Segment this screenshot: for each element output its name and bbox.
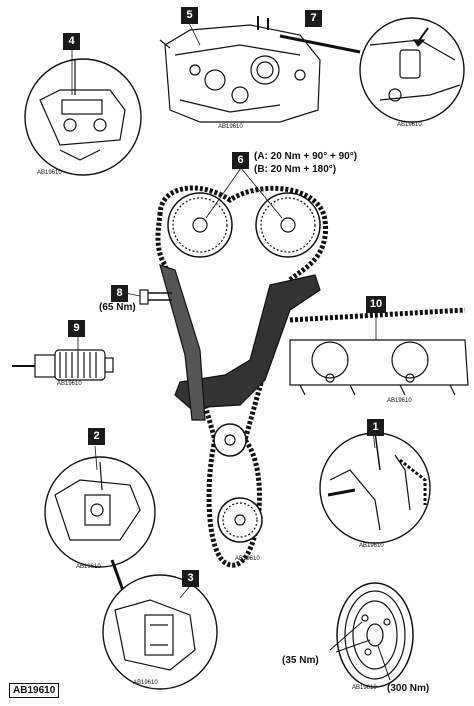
torque-tensioner: (65 Nm): [99, 302, 136, 313]
crank-pulley: [329, 582, 414, 688]
ref-pulley: AB19610: [352, 685, 377, 691]
ref-inset-10: AB19610: [387, 398, 412, 404]
camshaft-lock-inset-4: [24, 58, 142, 176]
callout-6: 6: [232, 152, 249, 169]
ref-tool-9: AB19610: [57, 381, 82, 387]
callout-10: 10: [366, 296, 386, 313]
timing-chain-main: [139, 185, 329, 568]
ref-inset-2: AB19610: [76, 564, 101, 570]
leader-lines: [71, 22, 377, 599]
ref-inset-3: AB19610: [133, 680, 158, 686]
callout-9: 9: [68, 320, 85, 337]
chain-link-inset-1: [319, 431, 431, 544]
ref-main: AB19610: [235, 556, 260, 562]
tensioner-tool-9: [12, 349, 114, 381]
camshaft-sprocket-inset-10: [289, 307, 469, 396]
ref-inset-5: AB19610: [218, 124, 243, 130]
callout-8: 8: [111, 285, 128, 302]
callout-5: 5: [181, 7, 198, 24]
torque-pulley-center: (300 Nm): [387, 683, 430, 694]
callout-7: 7: [305, 10, 322, 27]
crank-lock-inset-2: [44, 456, 156, 611]
torque-pulley-bolts: (35 Nm): [282, 655, 319, 666]
callout-3: 3: [182, 570, 199, 587]
callout-4: 4: [63, 33, 80, 50]
figure-id-label: AB19610: [9, 683, 60, 698]
callout-2: 2: [88, 428, 105, 445]
crank-detail-inset-3: [102, 574, 218, 690]
cylinder-head-inset: [159, 16, 321, 123]
ref-inset-4: AB19610: [37, 170, 62, 176]
ref-inset-7: AB19610: [397, 122, 422, 128]
callout-1: 1: [367, 419, 384, 436]
torque-camshaft-a: (A: 20 Nm + 90° + 90°): [254, 151, 358, 162]
bolt-detail-inset-7: [279, 17, 465, 123]
ref-inset-1: AB19610: [359, 543, 384, 549]
torque-camshaft-b: (B: 20 Nm + 180°): [254, 164, 337, 175]
